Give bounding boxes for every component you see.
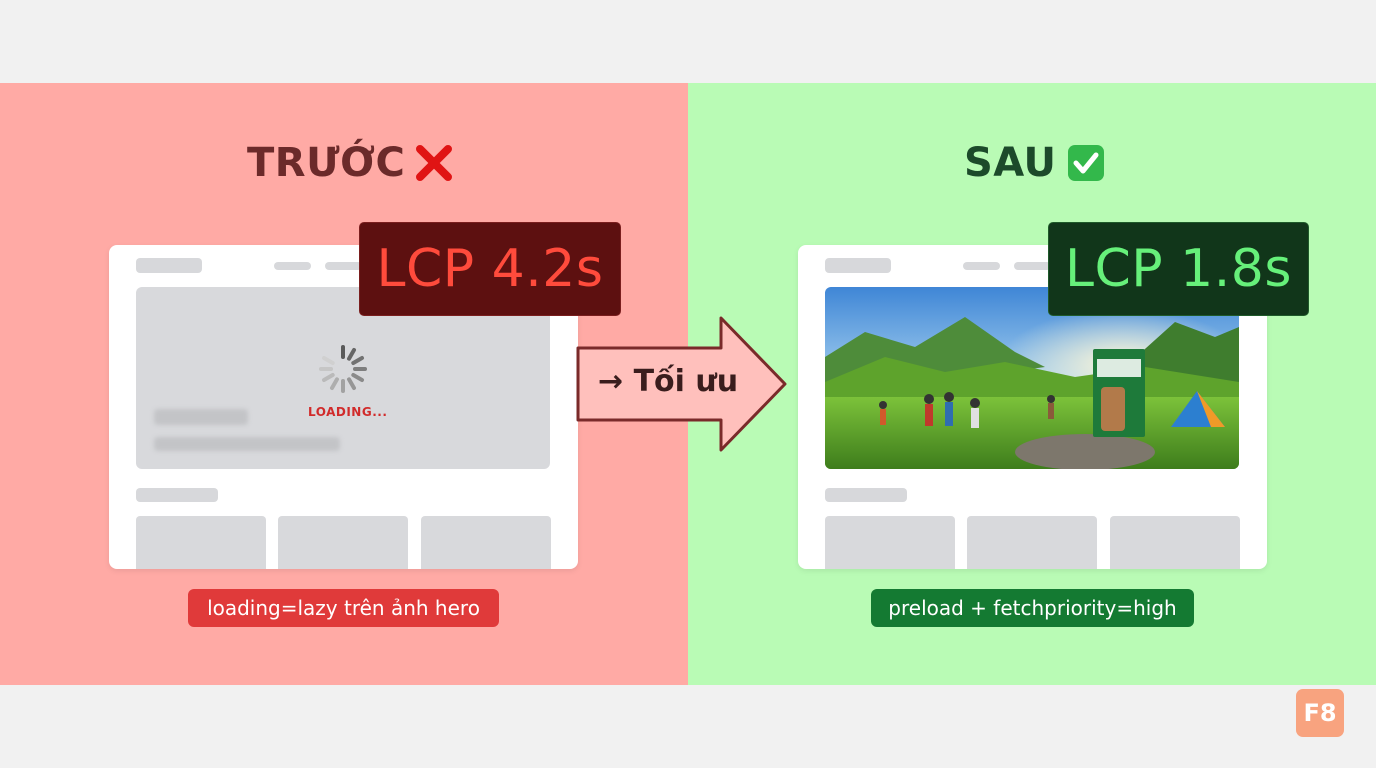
landscape-hero-image <box>825 287 1239 469</box>
mock-card-placeholder <box>967 516 1097 569</box>
mock-section-title-placeholder <box>825 488 907 502</box>
cross-mark-icon <box>416 145 453 181</box>
mock-card-placeholder <box>1110 516 1240 569</box>
optimize-label: → Tối ưu <box>598 364 739 399</box>
mock-nav-placeholder <box>963 262 1000 270</box>
after-heading: SAU <box>964 140 1105 186</box>
mock-card-placeholder <box>278 516 408 569</box>
hero-placeholder-loading: LOADING... <box>136 287 550 469</box>
mock-card-placeholder <box>136 516 266 569</box>
before-lcp-badge: LCP 4.2s <box>359 222 621 316</box>
before-page-mockup: LOADING... <box>109 245 578 569</box>
before-note-badge: loading=lazy trên ảnh hero <box>188 589 499 627</box>
after-note-badge: preload + fetchpriority=high <box>871 589 1194 627</box>
before-heading-text: TRƯỚC <box>247 140 406 186</box>
mock-card-placeholder <box>825 516 955 569</box>
before-heading: TRƯỚC <box>247 140 453 186</box>
blurred-text-placeholder <box>154 437 340 451</box>
mock-card-placeholder <box>421 516 551 569</box>
after-lcp-badge: LCP 1.8s <box>1048 222 1309 316</box>
after-heading-text: SAU <box>964 140 1057 186</box>
f8-logo: F8 <box>1296 689 1344 737</box>
blurred-text-placeholder <box>154 409 248 425</box>
mock-nav-placeholder <box>325 262 362 270</box>
mock-nav-placeholder <box>1014 262 1051 270</box>
mock-logo-placeholder <box>136 258 202 273</box>
mock-section-title-placeholder <box>136 488 218 502</box>
loading-label: LOADING... <box>308 405 388 419</box>
loading-spinner-icon <box>319 345 367 393</box>
mock-nav-placeholder <box>274 262 311 270</box>
check-mark-icon <box>1067 145 1104 181</box>
mock-logo-placeholder <box>825 258 891 273</box>
right-arrow-icon <box>576 316 787 452</box>
